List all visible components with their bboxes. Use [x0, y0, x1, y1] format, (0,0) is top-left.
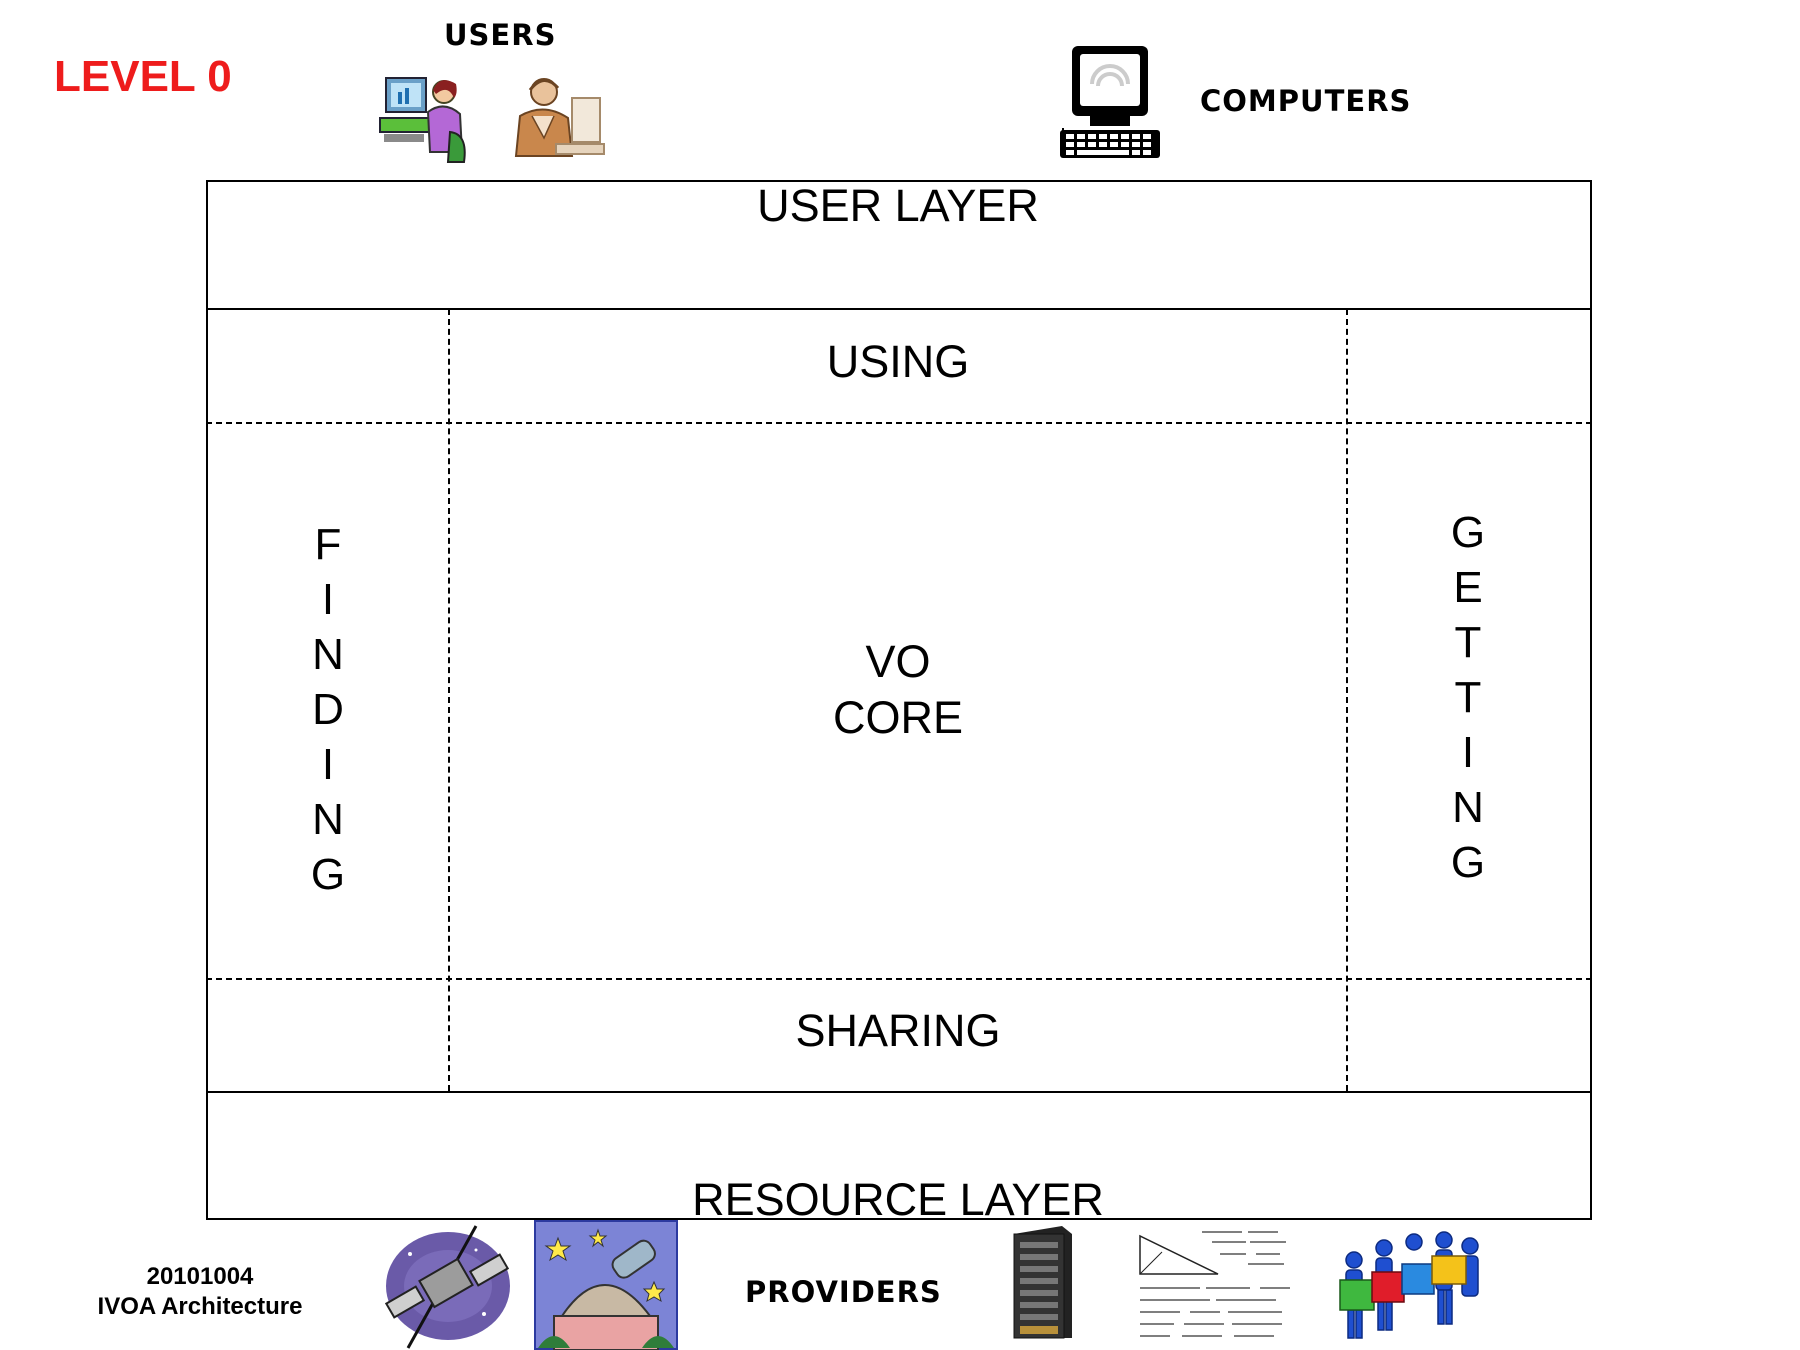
finding-letter: I: [321, 575, 335, 624]
core-label: CORE: [832, 692, 963, 743]
footer-caption: 20101004 IVOA Architecture: [60, 1262, 340, 1322]
getting-letter: I: [1461, 728, 1475, 777]
math-formulas-icon: [1139, 1231, 1290, 1337]
satellite-icon: [384, 1225, 510, 1349]
user-layer-label: USER LAYER: [757, 180, 1039, 231]
getting-letter: G: [1450, 838, 1486, 887]
using-label: USING: [826, 336, 970, 387]
finding-letter: G: [310, 850, 346, 899]
finding-letter: N: [312, 795, 344, 844]
man-at-desk-icon: [514, 78, 605, 157]
diagram-frame: [206, 180, 1592, 1220]
observatory-icon: [534, 1220, 678, 1350]
date-label: 20101004: [146, 1263, 254, 1290]
resource-layer-label: RESOURCE LAYER: [692, 1174, 1104, 1225]
getting-divider: [1346, 309, 1348, 1091]
sharing-label: SHARING: [795, 1005, 1001, 1056]
getting-letter: G: [1450, 508, 1486, 557]
getting-letter: T: [1454, 618, 1482, 667]
getting-letter: E: [1453, 563, 1483, 612]
computers-label: COMPUTERS: [1200, 84, 1412, 118]
getting-label: G E T T I N G: [1438, 505, 1498, 890]
getting-letter: T: [1454, 673, 1482, 722]
finding-letter: F: [314, 520, 342, 569]
users-label: USERS: [444, 18, 557, 52]
puzzle-people-icon: [1339, 1231, 1479, 1339]
user-layer-divider: [206, 308, 1592, 310]
resource-layer-divider: [206, 1091, 1592, 1093]
providers-label: PROVIDERS: [745, 1275, 942, 1309]
level-label: LEVEL 0: [54, 52, 232, 101]
finding-label: F I N D I N G: [298, 517, 358, 902]
server-rack-icon: [1013, 1226, 1072, 1339]
desktop-computer-icon: [1060, 46, 1160, 158]
finding-letter: D: [312, 685, 344, 734]
finding-divider: [448, 309, 450, 1091]
architecture-label: IVOA Architecture: [97, 1293, 303, 1320]
finding-letter: I: [321, 740, 335, 789]
finding-letter: N: [312, 630, 344, 679]
vo-label: VO: [865, 636, 931, 687]
woman-at-computer-icon: [379, 77, 466, 163]
sharing-divider: [206, 978, 1592, 980]
using-divider: [206, 422, 1592, 424]
getting-letter: N: [1452, 783, 1484, 832]
